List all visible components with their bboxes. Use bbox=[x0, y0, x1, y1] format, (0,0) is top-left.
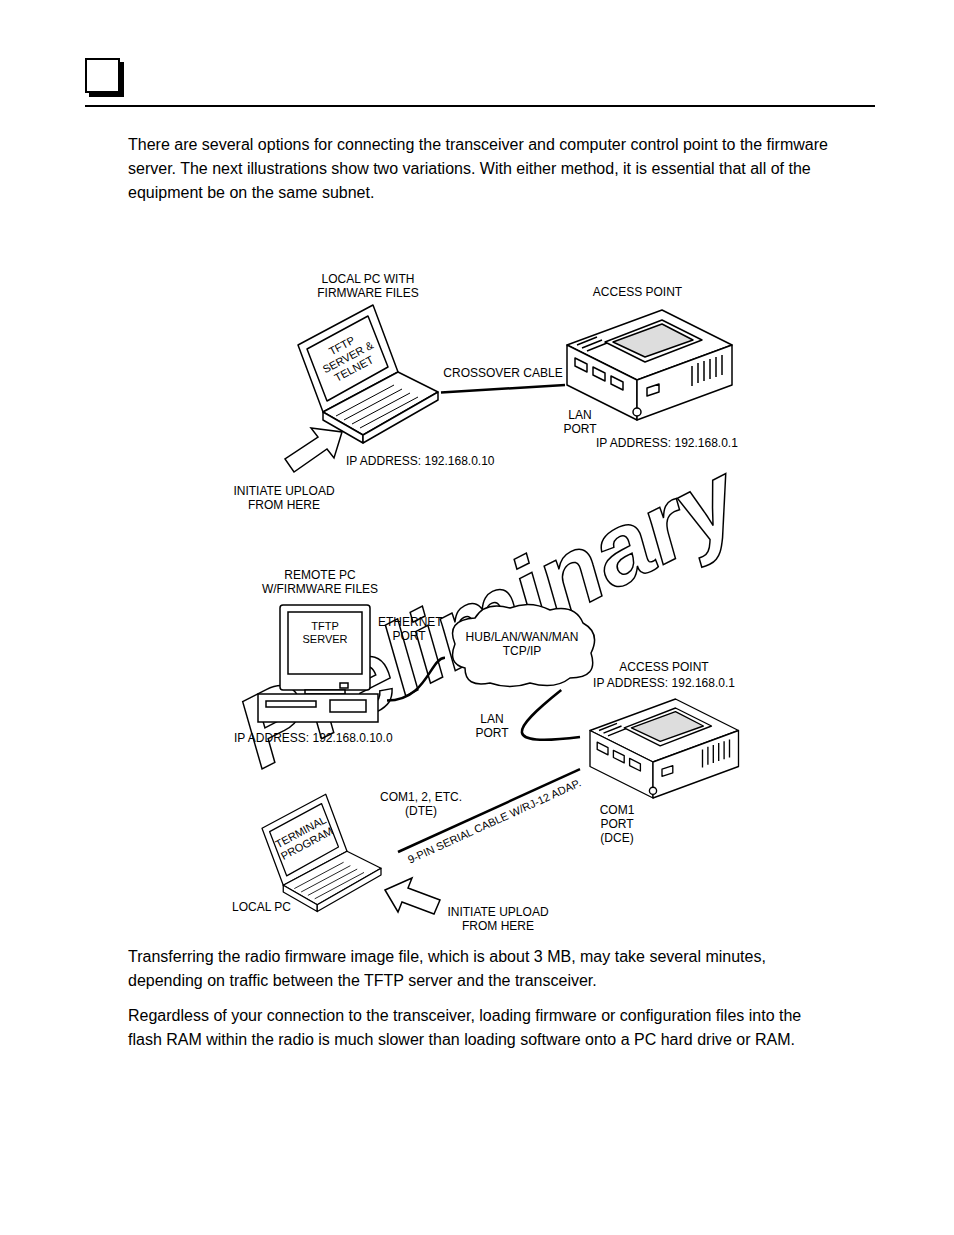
desktop-node: REMOTE PC W/FIRMWARE FILES TFTP SERVER bbox=[255, 568, 387, 724]
port-label: LAN PORT bbox=[560, 408, 600, 436]
node-heading: TERMINAL PROGRAM bbox=[264, 809, 343, 868]
cable-label: 9-PIN SERIAL CABLE W/RJ-12 ADAP. bbox=[403, 776, 584, 868]
port-label: LAN PORT bbox=[472, 712, 512, 740]
node-text: TFTP SERVER & TELNET bbox=[308, 324, 388, 391]
cable bbox=[441, 385, 565, 392]
upload-arrow bbox=[285, 428, 342, 472]
node-heading: ACCESS POINT bbox=[565, 285, 710, 299]
laptop-node: LOCAL PC WITH FIRMWARE FILES TFTP SERVER … bbox=[296, 272, 441, 444]
laptop-node: TERMINAL PROGRAM LOCAL PC bbox=[228, 788, 398, 916]
instruction-note: INITIATE UPLOAD FROM HERE bbox=[224, 484, 344, 512]
node-text: TFTP SERVER bbox=[295, 620, 355, 646]
port-label: ETHERNET PORT bbox=[378, 615, 440, 643]
node-heading: REMOTE PC W/FIRMWARE FILES bbox=[255, 568, 385, 596]
header-rule bbox=[85, 105, 875, 107]
access-point-node: ACCESS POINT bbox=[565, 285, 735, 422]
cable bbox=[522, 690, 580, 740]
body-text: Transferring the radio firmware image fi… bbox=[128, 945, 838, 993]
node-text: LOCAL PC bbox=[232, 900, 291, 914]
node-text: IP ADDRESS: 192.168.0.1 bbox=[580, 676, 748, 690]
node-heading: ACCESS POINT bbox=[580, 660, 748, 674]
body-text: Regardless of your connection to the tra… bbox=[128, 1004, 838, 1052]
ip-address: IP ADDRESS: 192.168.0.10.0 bbox=[234, 731, 393, 745]
chapter-box bbox=[85, 58, 120, 93]
upload-arrow bbox=[385, 878, 440, 914]
ip-address: IP ADDRESS: 192.168.0.1 bbox=[596, 436, 738, 450]
cable-label: CROSSOVER CABLE bbox=[441, 366, 564, 380]
network-cloud: HUB/LAN/WAN/MAN TCP/IP bbox=[445, 598, 600, 690]
body-text: There are several options for connecting… bbox=[128, 133, 838, 205]
ip-address: IP ADDRESS: 192.168.0.10 bbox=[346, 454, 495, 468]
port-label: COM1 PORT (DCE) bbox=[596, 803, 638, 845]
instruction-note: INITIATE UPLOAD FROM HERE bbox=[438, 905, 558, 933]
access-point-node: ACCESS POINT IP ADDRESS: 192.168.0.1 bbox=[580, 660, 750, 800]
port-label: COM1, 2, ETC. (DTE) bbox=[376, 790, 466, 818]
node-heading: LOCAL PC WITH FIRMWARE FILES bbox=[303, 272, 433, 300]
node-heading: HUB/LAN/WAN/MAN TCP/IP bbox=[459, 630, 585, 658]
